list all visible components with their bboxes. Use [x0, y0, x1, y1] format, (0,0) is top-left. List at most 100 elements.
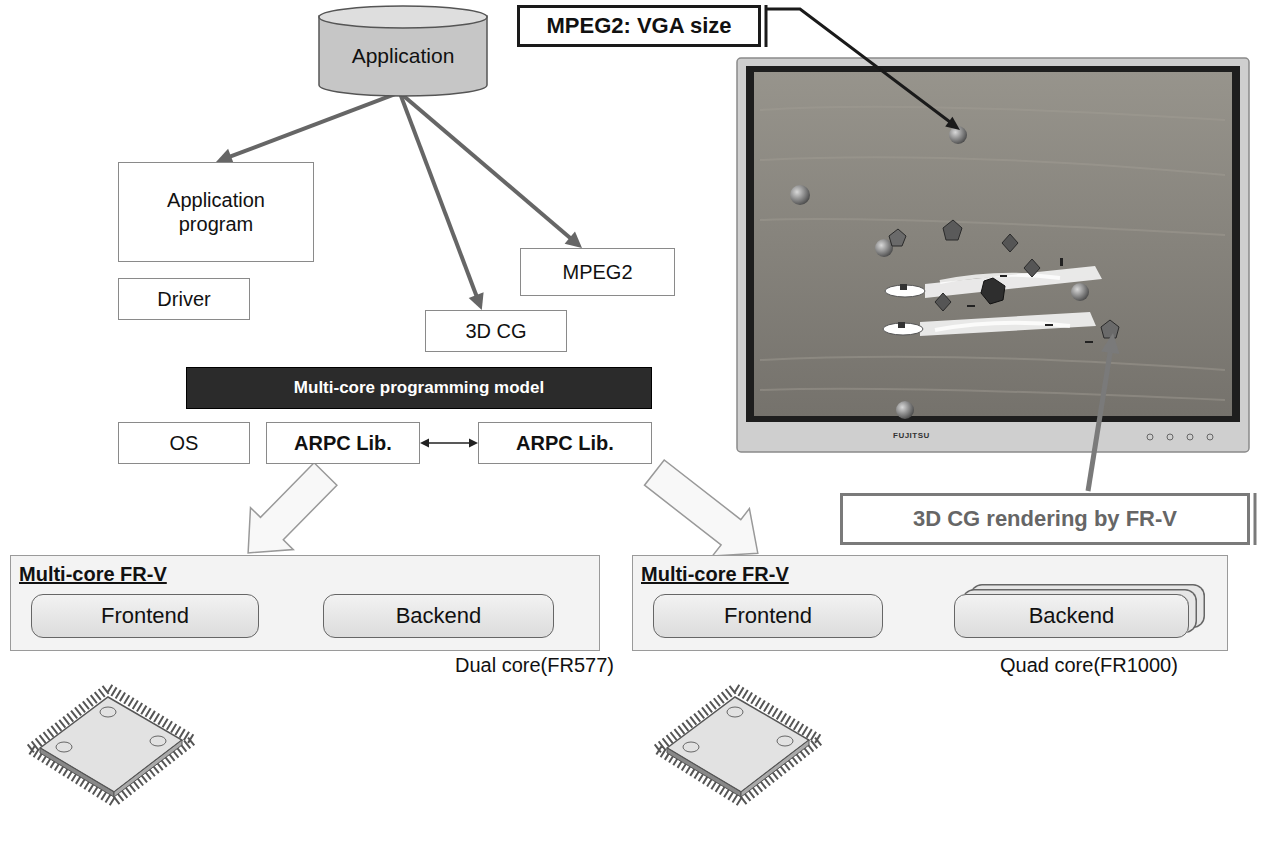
monitor-frame — [746, 66, 1240, 422]
arrowhead — [420, 439, 429, 448]
chip-icon — [657, 688, 820, 802]
block-arrow — [645, 460, 758, 556]
process-box: 3D CG — [425, 310, 567, 352]
monitor-button — [1167, 434, 1173, 440]
chip-caption: Quad core(FR1000) — [1000, 653, 1178, 677]
chip-icon — [30, 688, 193, 802]
polyhedron — [1024, 259, 1040, 277]
block-arrow-shape — [645, 460, 758, 556]
debris — [1000, 275, 1007, 277]
chip-dimple — [100, 707, 116, 717]
block-arrow — [248, 463, 337, 553]
connector-line — [427, 442, 471, 444]
leader-arrowhead — [1101, 333, 1120, 354]
water-texture — [760, 107, 1225, 400]
monitor-bezel — [737, 58, 1249, 452]
polyhedron — [943, 220, 962, 240]
jet-ski — [883, 323, 923, 335]
arrow-connector — [400, 92, 484, 310]
process-box: OS — [118, 422, 250, 464]
core-box: Frontend — [31, 594, 259, 638]
polyhedron — [889, 229, 906, 246]
library-box: ARPC Lib. — [266, 422, 420, 464]
chip-body — [40, 697, 182, 792]
jet-ski — [885, 285, 925, 297]
chip-side — [667, 748, 741, 797]
leader-line — [766, 9, 950, 122]
leader-line — [1088, 350, 1111, 491]
node-label: ARPC Lib. — [294, 431, 392, 455]
arrowhead — [565, 232, 582, 249]
arrow-connector — [400, 92, 582, 248]
chip-dimple — [777, 736, 793, 746]
node-label: MPEG2 — [562, 260, 632, 284]
node-label: Frontend — [101, 603, 189, 629]
monitor-button — [1147, 434, 1153, 440]
chip-panel: Multi-core FR-V Frontend Backend — [10, 555, 600, 651]
sphere — [1071, 283, 1089, 301]
chip-pins — [657, 688, 820, 802]
sphere — [790, 185, 810, 205]
chip-pins — [30, 688, 193, 802]
core-box: Backend — [323, 594, 554, 638]
chip-side — [114, 740, 182, 797]
jet-ski-rider — [898, 322, 905, 328]
chip-side — [741, 740, 809, 797]
callout-bar — [765, 5, 768, 47]
database-cylinder: Application — [318, 5, 488, 97]
chip-dimple — [56, 742, 72, 752]
debris — [1060, 258, 1063, 266]
block-arrow-shape — [248, 463, 337, 553]
callout-bar — [1254, 493, 1257, 545]
node-label: ARPC Lib. — [516, 431, 614, 455]
polyhedron — [1101, 320, 1119, 338]
panel-heading: Multi-core FR-V — [641, 562, 789, 586]
chip-side — [40, 748, 114, 797]
chip-dimple — [683, 742, 699, 752]
core-box: Frontend — [653, 594, 883, 638]
layer-band: Multi-core programming model — [186, 367, 652, 409]
node-label: Backend — [1029, 603, 1115, 629]
polyhedron — [1002, 234, 1018, 252]
node-label: Application program — [141, 188, 291, 236]
chip-caption: Dual core(FR577) — [455, 653, 614, 677]
chip-dimple — [150, 736, 166, 746]
chip-body — [667, 697, 809, 792]
panel-heading: Multi-core FR-V — [19, 562, 167, 586]
debris — [967, 305, 975, 307]
cylinder-top — [319, 6, 487, 28]
callout-box: 3D CG rendering by FR-V — [840, 493, 1250, 545]
wake-spray — [935, 275, 1070, 330]
node-label: MPEG2: VGA size — [546, 13, 731, 39]
chip-dimple — [727, 707, 743, 717]
callout-box: MPEG2: VGA size — [517, 5, 761, 47]
connector-line — [400, 92, 573, 239]
node-label: OS — [170, 431, 199, 455]
brand-logo: FUJITSU — [893, 431, 930, 441]
node-label: Driver — [157, 287, 210, 311]
node-label: 3D CG — [465, 319, 526, 343]
jet-ski-rider — [900, 284, 907, 290]
node-label: 3D CG rendering by FR-V — [913, 506, 1177, 532]
monitor-button — [1207, 434, 1213, 440]
library-box: ARPC Lib. — [478, 422, 652, 464]
debris — [1085, 341, 1093, 343]
debris — [1045, 324, 1053, 326]
core-box: Backend — [954, 594, 1189, 638]
arrowhead — [469, 292, 484, 310]
screen-water — [754, 72, 1232, 416]
node-label: Frontend — [724, 603, 812, 629]
arrowhead — [469, 439, 478, 448]
monitor-button — [1187, 434, 1193, 440]
chip-panel: Multi-core FR-V Frontend Backend — [632, 555, 1228, 651]
polyhedron — [981, 278, 1005, 304]
node-label: Backend — [396, 603, 482, 629]
connector-line — [228, 92, 400, 157]
process-box: MPEG2 — [520, 248, 675, 296]
process-box: Driver — [118, 278, 250, 320]
arrow-connector — [420, 439, 478, 448]
node-label: Application — [352, 43, 455, 68]
process-box: Application program — [118, 162, 314, 262]
polyhedron — [935, 293, 951, 311]
leader-arrowhead — [945, 117, 960, 130]
